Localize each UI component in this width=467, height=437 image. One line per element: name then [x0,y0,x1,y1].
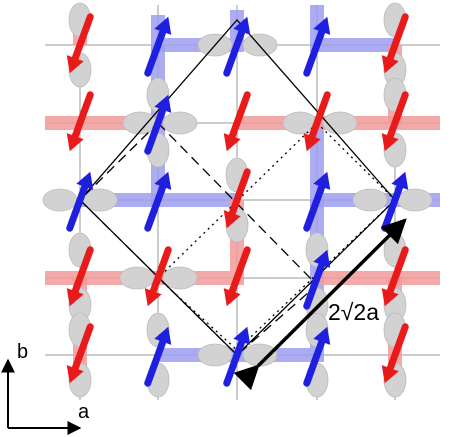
orbital-lobe-icon [397,188,433,212]
spin-down-arrow-icon [381,13,409,74]
spin-up-arrow-icon [223,16,251,77]
spin-down-arrow-icon [303,91,331,152]
spin-up-arrow-icon [303,16,331,77]
orbital-lobe-icon [119,266,155,290]
dimension-label: 2√2a [328,299,379,325]
orbital-lobe-icon [162,111,198,135]
spin-up-arrow-icon [144,16,172,77]
spin-up-arrow-icon [144,171,172,232]
orbital-lobe-icon [352,188,388,212]
spin-down-arrow-icon [66,323,94,384]
spin-down-arrow-icon [223,91,251,152]
spin-up-arrow-icon [144,94,172,155]
unit-cell-dotted [157,122,396,351]
bond-stripe [310,5,395,52]
spin-down-arrow-icon [66,246,94,307]
b-axis-label: b [17,341,28,363]
spin-down-arrow-icon [66,91,94,152]
a-axis-label: a [78,401,90,423]
orbital-lobe-icon [42,188,78,212]
orbital-lobe-icon [197,343,233,367]
spin-down-arrow-icon [66,13,94,74]
axes: b a [0,341,90,435]
spin-down-arrow-icon [381,91,409,152]
orbital-lobe-icon [162,266,198,290]
spin-up-arrow-icon [144,326,172,387]
spin-down-arrow-icon [144,246,172,307]
spin-up-arrow-icon [66,171,94,232]
orbital-lobe-icon [242,33,278,57]
dimension-indicator: 2√2a [233,218,407,391]
dimension-arrow [233,218,407,391]
spin-down-arrow-icon [223,168,251,229]
